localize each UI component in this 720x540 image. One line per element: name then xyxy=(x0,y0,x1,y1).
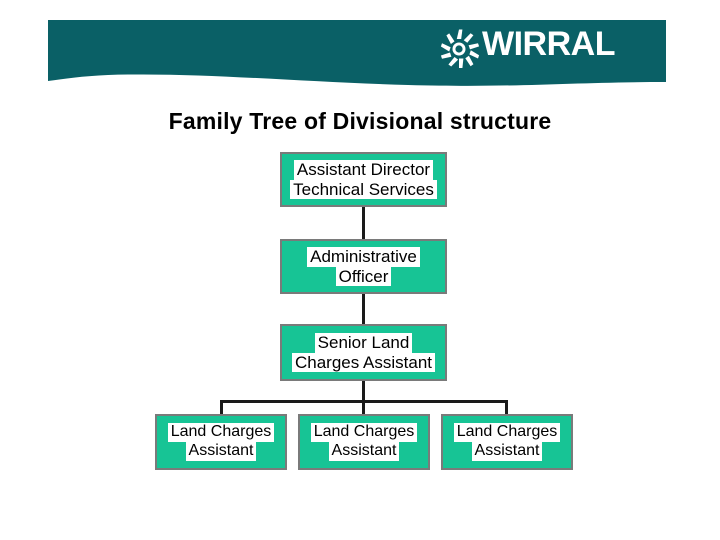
brand-wordmark: WIRRAL xyxy=(482,25,615,63)
connector-senior-land-charges-trunk xyxy=(362,381,365,402)
org-node-line: Land Charges xyxy=(453,423,561,442)
sunburst-starburst-icon xyxy=(437,28,481,69)
connector-drop-land-charges-1 xyxy=(220,400,223,414)
org-node-line: Land Charges xyxy=(167,423,275,442)
org-node-line: Senior Land xyxy=(314,332,413,353)
header-band-shape xyxy=(48,20,666,86)
connector-drop-land-charges-2 xyxy=(362,400,365,414)
sunburst-icon-shape xyxy=(440,29,480,69)
connector-administrative-officer-to-senior-land-charges xyxy=(362,294,365,324)
org-node-senior-land-charges-assistant[interactable]: Senior Land Charges Assistant xyxy=(280,324,447,381)
org-node-line: Administrative xyxy=(307,246,420,267)
connector-assistant-director-to-administrative-officer xyxy=(362,207,365,239)
org-node-line: Land Charges xyxy=(310,423,418,442)
org-node-land-charges-assistant-3[interactable]: Land Charges Assistant xyxy=(441,414,573,470)
org-node-land-charges-assistant-2[interactable]: Land Charges Assistant xyxy=(298,414,430,470)
org-node-line: Assistant xyxy=(471,442,543,461)
header-banner xyxy=(48,20,666,88)
org-node-line: Officer xyxy=(335,266,392,287)
org-node-line: Charges Assistant xyxy=(291,352,435,373)
org-node-land-charges-assistant-1[interactable]: Land Charges Assistant xyxy=(155,414,287,470)
page-title: Family Tree of Divisional structure xyxy=(168,108,552,134)
org-node-line: Assistant Director xyxy=(293,159,434,180)
org-node-assistant-director[interactable]: Assistant Director Technical Services xyxy=(280,152,447,207)
org-node-administrative-officer[interactable]: Administrative Officer xyxy=(280,239,447,294)
org-node-line: Technical Services xyxy=(290,179,437,200)
org-node-line: Assistant xyxy=(185,442,257,461)
connector-drop-land-charges-3 xyxy=(505,400,508,414)
org-node-line: Assistant xyxy=(328,442,400,461)
